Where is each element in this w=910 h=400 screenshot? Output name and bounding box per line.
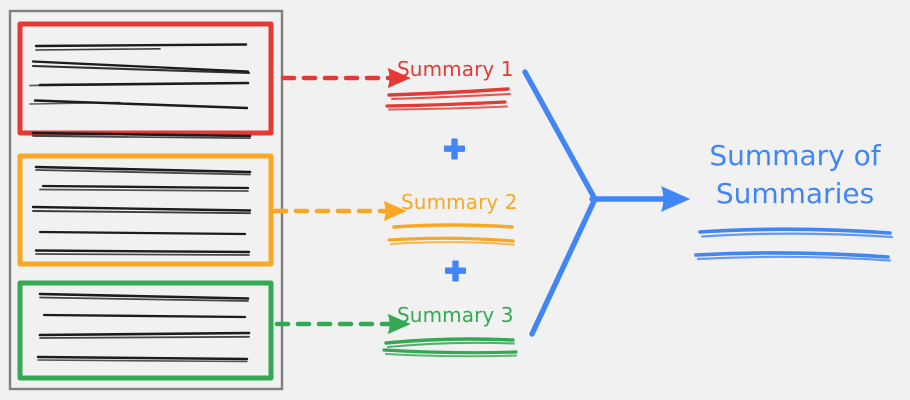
summary-1-label: Summary 1 xyxy=(397,57,514,81)
summary-1-squiggle xyxy=(385,87,512,111)
chunk-2[interactable] xyxy=(17,153,274,267)
summary-of-summaries-line-2: Summaries xyxy=(715,177,875,210)
chunk-1[interactable] xyxy=(17,21,274,140)
chunk-3-text-lines xyxy=(36,292,251,363)
summary-2-squiggle xyxy=(387,223,515,246)
summary-of-summaries-line-1: Summary of xyxy=(709,139,881,172)
summary-of-summaries-label: Summary of Summaries xyxy=(705,137,885,213)
summary-2-label: Summary 2 xyxy=(401,190,518,214)
chunk-3[interactable] xyxy=(17,280,274,381)
merge-branch-top xyxy=(522,69,598,202)
chunk-3-border xyxy=(17,280,274,381)
merge-branch-bottom xyxy=(529,196,598,337)
chunk-2-border xyxy=(17,153,274,267)
source-document xyxy=(8,9,284,391)
chunk-1-border xyxy=(17,21,274,136)
plus-operator-1 xyxy=(444,138,465,160)
summary-3-label: Summary 3 xyxy=(397,303,514,327)
chunk-2-text-lines xyxy=(31,165,252,256)
merge-connector xyxy=(522,69,691,337)
chunk-1-text-lines xyxy=(29,43,252,140)
summary-3-squiggle xyxy=(382,337,518,358)
summary-of-summaries-squiggle xyxy=(694,227,894,262)
source-document-border xyxy=(8,9,284,391)
plus-operator-2 xyxy=(445,260,466,282)
